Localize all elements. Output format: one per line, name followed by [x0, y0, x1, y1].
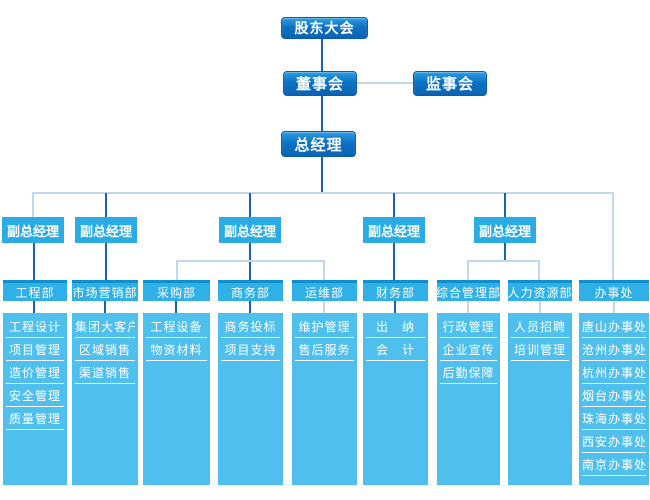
- org-item: 造价管理: [6, 365, 64, 384]
- connector-line: [393, 193, 395, 217]
- column-marketing: 集团大客户 区域销售 渠道销售: [72, 313, 138, 485]
- connector-line: [32, 192, 614, 194]
- connector-line: [175, 301, 177, 313]
- connector-line: [33, 243, 35, 280]
- dept-engineering: 工程部: [3, 280, 67, 301]
- connector-line: [504, 193, 506, 217]
- connector-line: [613, 301, 615, 313]
- connector-line: [467, 301, 469, 313]
- connector-line: [321, 39, 323, 71]
- column-business: 商务投标 项目支持: [218, 313, 283, 485]
- column-finance: 出 纳 会 计: [363, 313, 428, 485]
- org-item: 出 纳: [366, 319, 425, 338]
- node-deputy-gm-1: 副总经理: [2, 217, 64, 243]
- connector-line: [323, 260, 325, 280]
- org-item: 沧州办事处: [582, 342, 646, 361]
- connector-line: [394, 301, 396, 313]
- connector-line: [105, 243, 107, 280]
- column-engineering: 工程设计 项目管理 造价管理 安全管理 质量管理: [3, 313, 67, 485]
- connector-line: [321, 96, 323, 131]
- dept-procurement: 采购部: [143, 280, 210, 301]
- dept-human-resources: 人力资源部: [508, 280, 572, 301]
- connector-line: [467, 260, 540, 262]
- org-item: 物资材料: [146, 342, 207, 361]
- org-item: 行政管理: [440, 319, 497, 338]
- connector-line: [323, 301, 325, 313]
- org-item: 西安办事处: [582, 434, 646, 453]
- connector-line: [357, 82, 413, 84]
- connector-line: [105, 193, 107, 217]
- dept-branch-offices: 办事处: [579, 280, 649, 301]
- dept-business: 商务部: [218, 280, 283, 301]
- connector-line: [249, 193, 251, 217]
- org-item: 会 计: [366, 342, 425, 361]
- connector-line: [249, 262, 251, 280]
- org-item: 工程设计: [6, 319, 64, 338]
- org-item: 安全管理: [6, 388, 64, 407]
- node-deputy-gm-5: 副总经理: [474, 217, 536, 243]
- node-deputy-gm-4: 副总经理: [363, 217, 425, 243]
- column-human-resources: 人员招聘 培训管理: [508, 313, 572, 485]
- org-item: 渠道销售: [75, 365, 135, 384]
- node-deputy-gm-2: 副总经理: [75, 217, 137, 243]
- dept-operations: 运维部: [292, 280, 357, 301]
- node-deputy-gm-3: 副总经理: [219, 217, 281, 243]
- org-item: 区域销售: [75, 342, 135, 361]
- dept-finance: 财务部: [363, 280, 428, 301]
- org-item: 售后服务: [295, 342, 354, 361]
- connector-line: [104, 301, 106, 313]
- column-branch-offices: 唐山办事处 沧州办事处 杭州办事处 烟台办事处 珠海办事处 西安办事处 南京办事…: [579, 313, 649, 485]
- org-item: 后勤保障: [440, 365, 497, 384]
- column-general-admin: 行政管理 企业宣传 后勤保障: [437, 313, 500, 485]
- node-supervisory-board: 监事会: [413, 71, 487, 96]
- org-item: 商务投标: [221, 319, 280, 338]
- org-item: 珠海办事处: [582, 411, 646, 430]
- connector-line: [32, 192, 34, 217]
- org-item: 培训管理: [511, 342, 569, 361]
- org-item: 项目管理: [6, 342, 64, 361]
- column-procurement: 工程设备 物资材料: [143, 313, 210, 485]
- dept-marketing: 市场营销部: [72, 280, 138, 301]
- connector-line: [321, 157, 323, 193]
- org-item: 唐山办事处: [582, 319, 646, 338]
- column-operations: 维护管理 售后服务: [292, 313, 357, 485]
- node-general-manager: 总经理: [281, 131, 356, 157]
- org-item: 南京办事处: [582, 457, 646, 476]
- org-item: 质量管理: [6, 411, 64, 430]
- connector-line: [393, 243, 395, 280]
- connector-line: [467, 260, 469, 280]
- connector-line: [176, 260, 178, 280]
- org-item: 工程设备: [146, 319, 207, 338]
- connector-line: [539, 301, 541, 313]
- org-item: 维护管理: [295, 319, 354, 338]
- connector-line: [176, 260, 325, 262]
- dept-general-admin: 综合管理部: [436, 280, 500, 301]
- connector-line: [612, 192, 614, 280]
- org-item: 项目支持: [221, 342, 280, 361]
- org-item: 人员招聘: [511, 319, 569, 338]
- connector-line: [249, 301, 251, 313]
- org-item: 烟台办事处: [582, 388, 646, 407]
- connector-line: [538, 260, 540, 280]
- connector-line: [504, 243, 506, 261]
- org-item: 企业宣传: [440, 342, 497, 361]
- node-board-of-directors: 董事会: [283, 71, 357, 96]
- org-item: 集团大客户: [75, 319, 135, 338]
- org-item: 杭州办事处: [582, 365, 646, 384]
- connector-line: [249, 243, 251, 261]
- connector-line: [33, 301, 35, 313]
- node-shareholders-meeting: 股东大会: [281, 17, 368, 39]
